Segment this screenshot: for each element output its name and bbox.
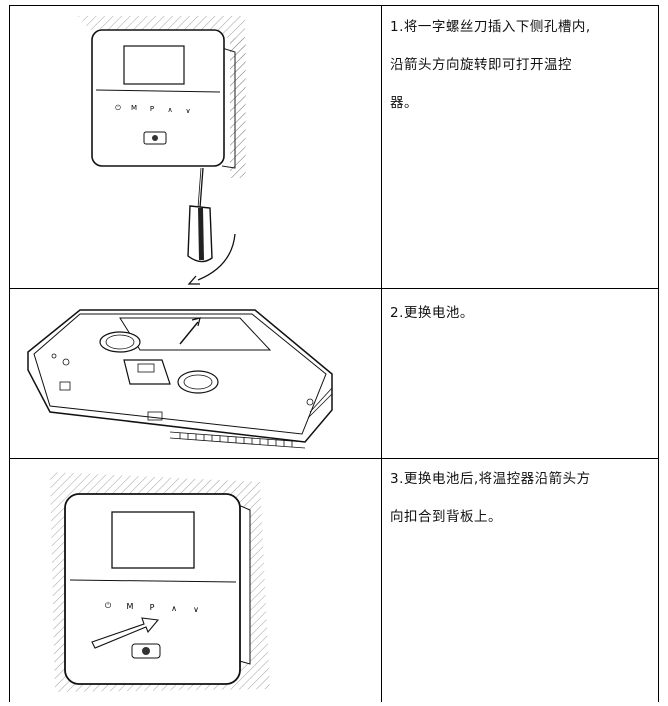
step1-line1: 1.将一字螺丝刀插入下侧孔槽内, <box>390 19 591 35</box>
step1-text: 1.将一字螺丝刀插入下侧孔槽内, 沿箭头方向旋转即可打开温控 器。 <box>390 8 655 122</box>
table-border-right <box>658 5 659 702</box>
step3-line1: 3.更换电池后,将温控器沿箭头方 <box>390 471 591 487</box>
table-border-top <box>9 5 659 6</box>
step3-illustration: ⏻ M P ∧ ∨ <box>40 464 280 702</box>
step2-text: 2.更换电池。 <box>390 305 474 321</box>
svg-text:⏻: ⏻ <box>115 104 121 112</box>
svg-text:∧: ∧ <box>171 604 177 613</box>
svg-text:M: M <box>127 602 134 611</box>
svg-text:∨: ∨ <box>185 107 190 115</box>
svg-text:⏻: ⏻ <box>105 601 112 610</box>
step1-line2: 沿箭头方向旋转即可打开温控 <box>390 57 572 73</box>
step3-line2: 向扣合到背板上。 <box>390 509 502 525</box>
step1-illustration: ⏻ M P ∧ ∨ <box>70 8 260 288</box>
row-divider-2 <box>9 458 659 459</box>
svg-text:∨: ∨ <box>193 605 199 614</box>
step2-illustration <box>20 292 350 456</box>
svg-text:P: P <box>150 603 155 612</box>
table-divider-vertical <box>381 5 382 702</box>
svg-text:∧: ∧ <box>167 106 172 114</box>
row-divider-1 <box>9 288 659 289</box>
svg-text:P: P <box>150 105 154 113</box>
step1-line3: 器。 <box>390 95 418 111</box>
svg-text:M: M <box>131 104 137 112</box>
step3-text: 3.更换电池后,将温控器沿箭头方 向扣合到背板上。 <box>390 460 655 536</box>
table-border-left <box>9 5 10 702</box>
